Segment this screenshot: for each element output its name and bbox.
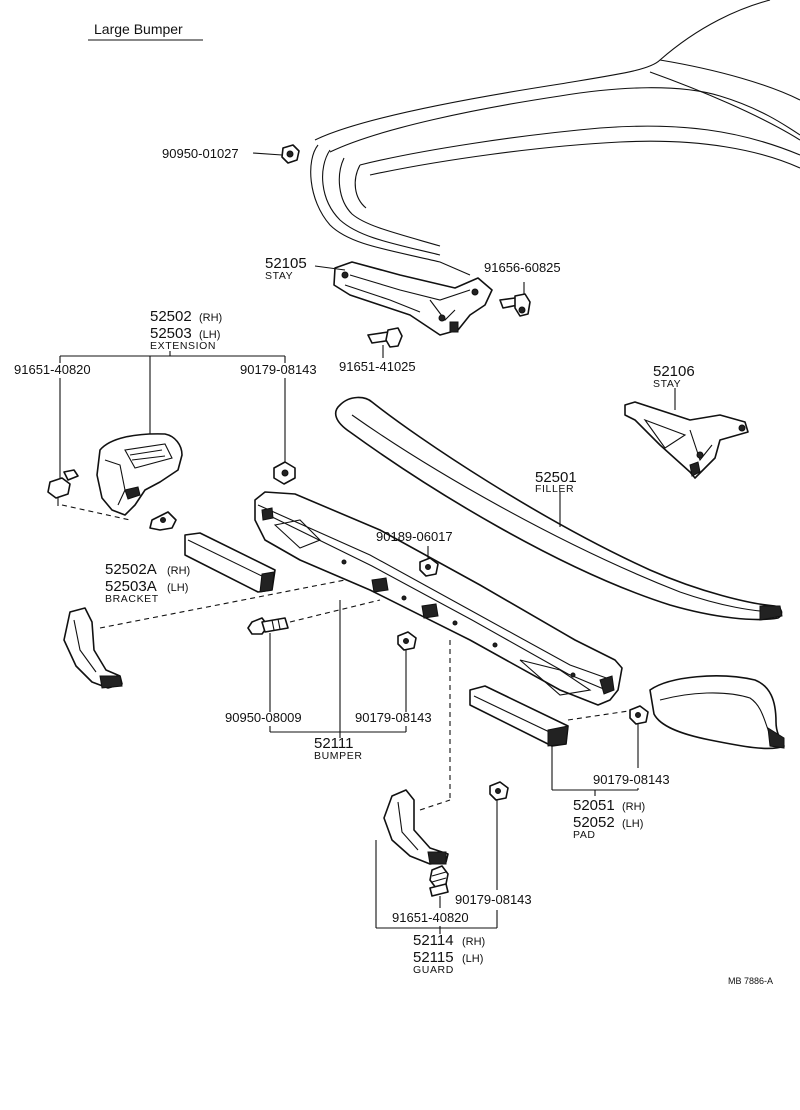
- label-bumper-name: BUMPER: [314, 750, 363, 762]
- bolt-91651-41025-drawing: [367, 327, 403, 358]
- label-stay-52105-name: STAY: [265, 270, 293, 282]
- label-pad-name: PAD: [573, 829, 596, 841]
- pad-bracket-lines: [551, 746, 639, 796]
- extension-drawing: [96, 433, 183, 516]
- label-bolt-91651-40820-ext: 91651-40820: [14, 362, 91, 377]
- label-bracket-name: BRACKET: [105, 593, 159, 605]
- bumper-bracket-lines: [269, 600, 407, 738]
- label-guard-name: GUARD: [413, 964, 454, 976]
- label-pad-lh-sfx: (LH): [622, 818, 643, 830]
- label-nut-90179-08143-ext: 90179-08143: [240, 362, 317, 377]
- label-filler-name: FILLER: [535, 483, 574, 495]
- label-stay-52106-no: 52106: [653, 363, 695, 380]
- bumper-drawing: [254, 491, 623, 706]
- filler-drawing: [334, 396, 783, 621]
- stay-52106-drawing: [624, 388, 749, 479]
- label-bolt-91651-41025: 91651-41025: [339, 359, 416, 374]
- label-stay-52105-no: 52105: [265, 255, 307, 272]
- stay-52105-drawing: [333, 261, 493, 336]
- label-nut-90179-08143-bumper: 90179-08143: [355, 710, 432, 725]
- label-nut-90950-01027: 90950-01027: [162, 146, 239, 161]
- extension-bracket-lines: [59, 351, 286, 478]
- label-pad-rh: 52051: [573, 797, 615, 814]
- label-bolt-91651-40820-guard: 91651-40820: [392, 910, 469, 925]
- label-pad-rh-sfx: (RH): [622, 801, 645, 813]
- dash-bumper-left: [99, 579, 346, 629]
- dash-bumper-bolt: [289, 599, 381, 623]
- label-guard-lh: 52115: [413, 949, 454, 966]
- label-bracket-lh: 52503A: [105, 578, 157, 595]
- label-pad-lh: 52052: [573, 814, 615, 831]
- label-filler-no: 52501: [535, 469, 577, 486]
- nut-bumper-drawing: [397, 631, 417, 712]
- label-nut-90179-08143-guard: 90179-08143: [455, 892, 532, 907]
- nut-guard-drawing: [489, 781, 509, 890]
- bolt-guard-drawing: [429, 865, 449, 908]
- dash-guard-2: [419, 799, 451, 811]
- nut-90950-01027-drawing: [252, 144, 300, 164]
- bolt-left-extension-drawing: [47, 469, 79, 506]
- car-body-drawing: [310, 0, 800, 276]
- bracket-drawing: [149, 511, 177, 531]
- diagram-title: Large Bumper: [94, 21, 183, 37]
- bolt-90950-08009-drawing: [247, 617, 289, 712]
- nut-90189-06017-drawing: [419, 546, 439, 577]
- left-pad-strip-drawing: [184, 532, 276, 593]
- label-ext-name: EXTENSION: [150, 340, 216, 352]
- label-ext-lh: 52503: [150, 325, 192, 342]
- label-stay-52106-name: STAY: [653, 378, 681, 390]
- figure-code: MB 7886-A: [728, 976, 773, 986]
- label-bracket-lh-sfx: (LH): [167, 582, 188, 594]
- guard-bracket-lines: [375, 840, 498, 934]
- label-ext-lh-sfx: (LH): [199, 329, 220, 341]
- right-pad-strip-drawing: [469, 685, 569, 747]
- right-end-cap-drawing: [649, 675, 785, 750]
- label-nut-90189-06017: 90189-06017: [376, 529, 453, 544]
- label-ext-rh: 52502: [150, 308, 192, 325]
- label-guard-rh-sfx: (RH): [462, 936, 485, 948]
- label-guard-rh: 52114: [413, 932, 454, 949]
- label-bracket-rh: 52502A: [105, 561, 157, 578]
- label-ext-rh-sfx: (RH): [199, 312, 222, 324]
- label-nut-90179-08143-pad: 90179-08143: [593, 772, 670, 787]
- label-bolt-90950-08009: 90950-08009: [225, 710, 302, 725]
- label-bolt-91656-60825: 91656-60825: [484, 260, 561, 275]
- leader-52105: [314, 265, 346, 271]
- nut-ext-right-drawing: [273, 461, 296, 485]
- label-bracket-rh-sfx: (RH): [167, 565, 190, 577]
- dash-pad-nut: [567, 709, 636, 721]
- label-guard-lh-sfx: (LH): [462, 953, 483, 965]
- bolt-91656-60825-drawing: [499, 282, 531, 317]
- label-bumper-no: 52111: [314, 735, 354, 752]
- guard-drawing: [383, 789, 449, 865]
- left-end-cap-drawing: [63, 607, 123, 689]
- nut-pad-drawing: [629, 705, 649, 768]
- dash-ext-bolt: [61, 504, 131, 521]
